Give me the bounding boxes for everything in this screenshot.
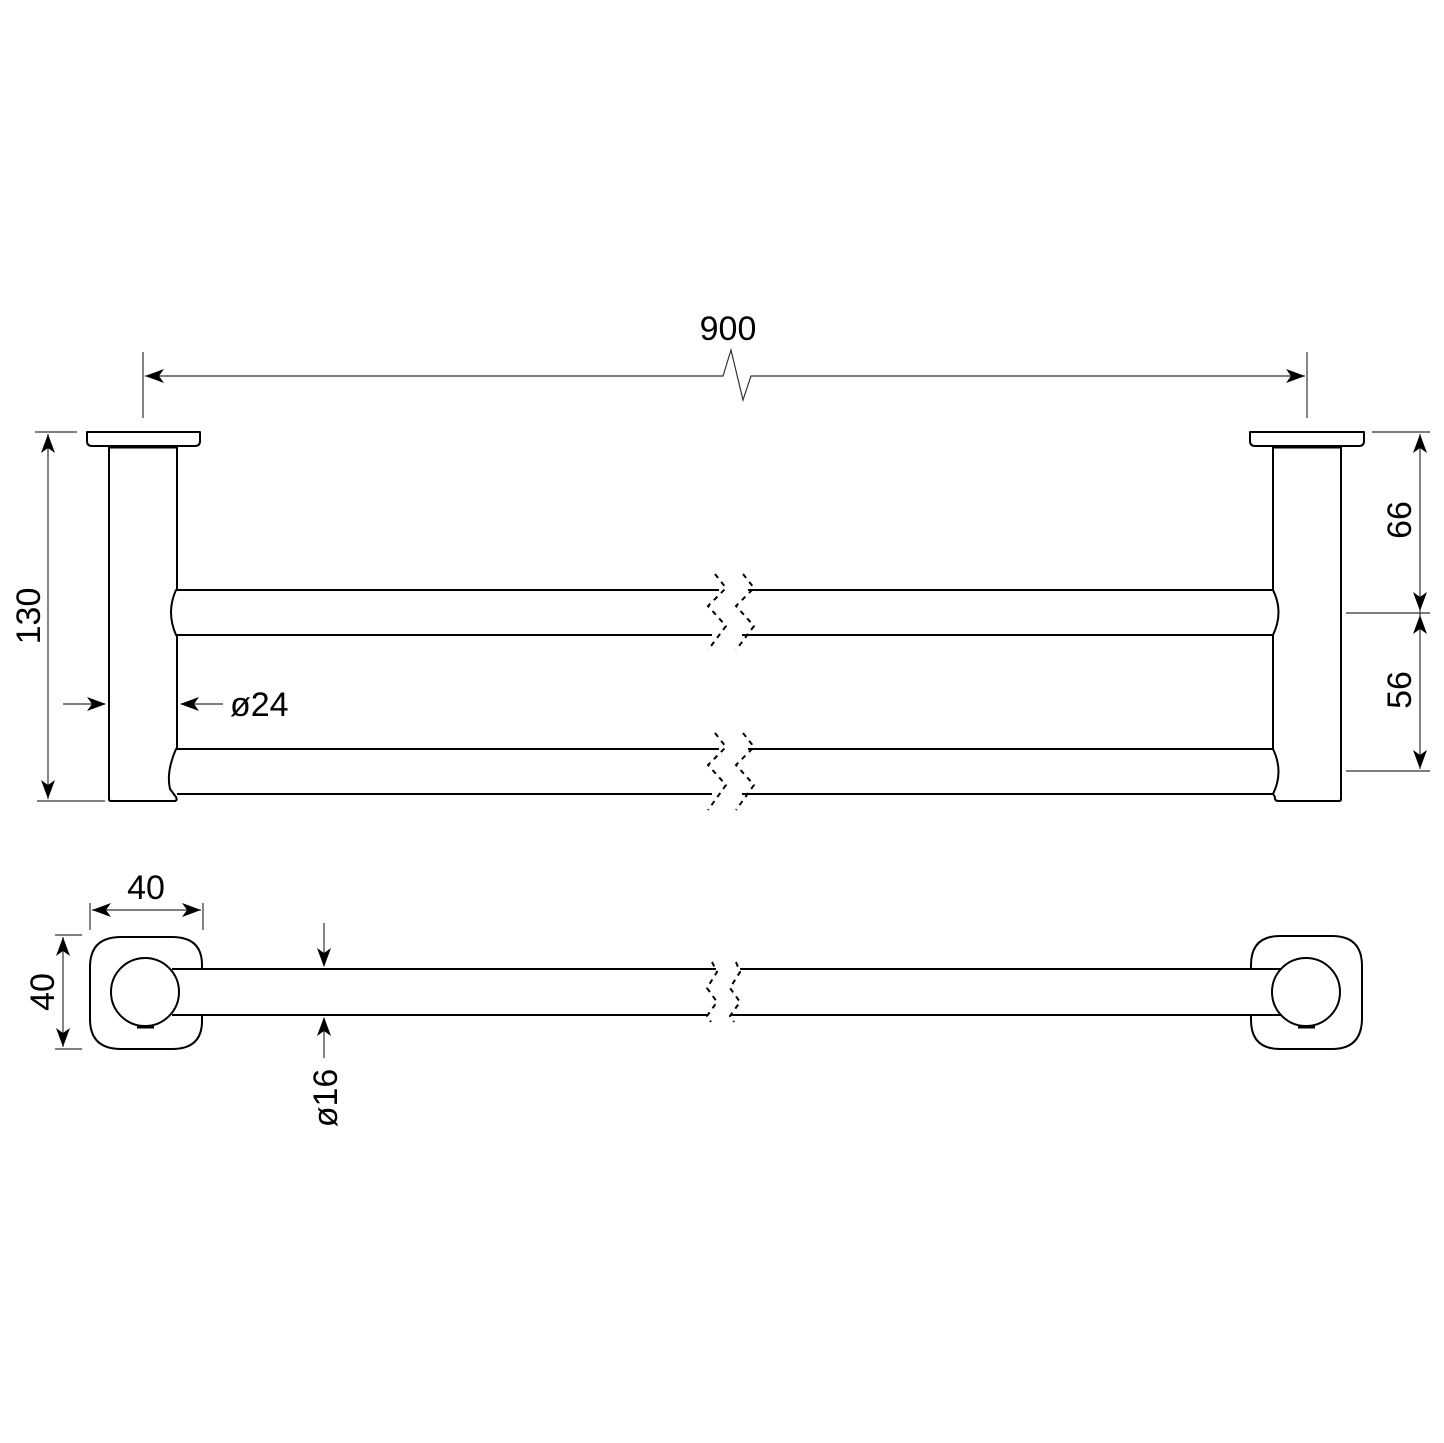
- arrow-up-icon: [1413, 434, 1427, 453]
- dimension-bracket-width: 40: [89, 869, 204, 930]
- arrow-right-icon: [1286, 369, 1305, 383]
- right-bracket: [1250, 935, 1363, 1050]
- arrow-up-icon: [41, 434, 55, 453]
- dimension-bar-diameter: ø16: [307, 923, 345, 1127]
- dimension-label-56: 56: [1381, 671, 1419, 709]
- dimension-overall-length: 900: [142, 310, 1308, 418]
- top-view: 40 40 ø16: [24, 869, 1363, 1127]
- arrow-up-icon: [1413, 615, 1427, 634]
- dimension-label-bar-diameter: ø16: [307, 1069, 345, 1128]
- arrow-down-icon: [1413, 592, 1427, 611]
- arrow-up-icon: [317, 1017, 331, 1036]
- dimension-label-post-diameter: ø24: [230, 686, 289, 724]
- left-post: [86, 431, 201, 802]
- arrow-right-icon: [182, 903, 201, 917]
- dimension-label-66: 66: [1381, 501, 1419, 539]
- arrow-left-icon: [145, 369, 164, 383]
- arrow-right-icon: [87, 697, 106, 711]
- upper-bar: [177, 573, 1273, 651]
- arrow-down-icon: [56, 1028, 70, 1047]
- front-view: 900: [10, 310, 1430, 811]
- arrow-down-icon: [317, 948, 331, 967]
- dimension-bar-offsets: 66 56: [1346, 431, 1430, 772]
- lower-bar: [177, 732, 1273, 811]
- arrow-left-icon: [92, 903, 111, 917]
- dimension-label-bracket-depth: 40: [24, 973, 62, 1011]
- dimension-overall-height: 130: [10, 431, 105, 802]
- top-bar: [172, 961, 1282, 1023]
- dimension-bracket-depth: 40: [24, 934, 82, 1050]
- arrow-up-icon: [56, 937, 70, 956]
- arrow-down-icon: [41, 780, 55, 799]
- arrow-down-icon: [1413, 750, 1427, 769]
- dimension-label-900: 900: [700, 310, 757, 348]
- dimension-label-130: 130: [10, 588, 48, 645]
- left-bracket: [89, 936, 203, 1050]
- right-post: [1249, 431, 1365, 802]
- dimension-label-bracket-width: 40: [127, 869, 165, 907]
- arrow-left-icon: [180, 697, 199, 711]
- dimension-post-diameter: ø24: [63, 686, 289, 724]
